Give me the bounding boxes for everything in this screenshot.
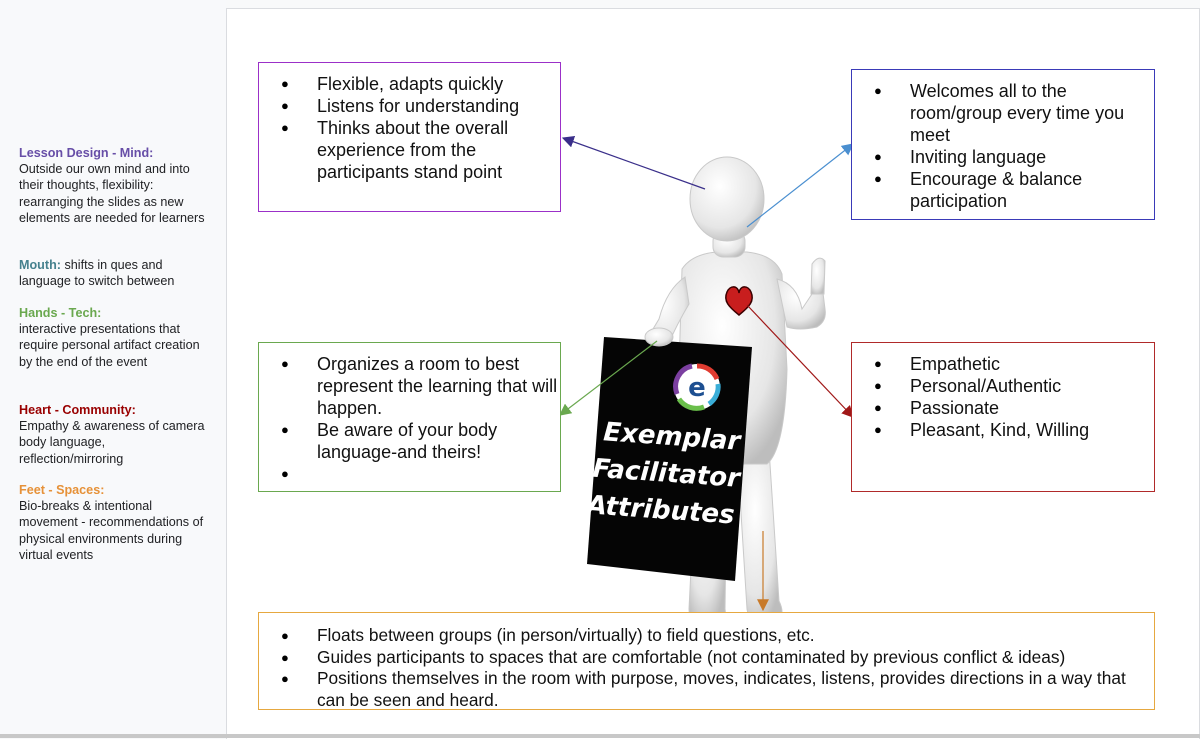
slide-canvas[interactable]: e Exemplar Facilitator Attributes Flexib… bbox=[226, 8, 1200, 739]
list-item: Be aware of your body language-and their… bbox=[259, 419, 560, 463]
list-item: Passionate bbox=[852, 397, 1154, 419]
note-feet-heading: Feet - Spaces: bbox=[19, 483, 105, 497]
heart-list: Empathetic Personal/Authentic Passionate… bbox=[852, 353, 1154, 441]
hands-attributes-box[interactable]: Organizes a room to best represent the l… bbox=[258, 342, 561, 492]
list-item: Listens for understanding bbox=[259, 95, 560, 117]
list-item: Welcomes all to the room/group every tim… bbox=[852, 80, 1154, 146]
heart-attributes-box[interactable]: Empathetic Personal/Authentic Passionate… bbox=[851, 342, 1155, 492]
list-item: Empathetic bbox=[852, 353, 1154, 375]
mind-attributes-box[interactable]: Flexible, adapts quickly Listens for und… bbox=[258, 62, 561, 212]
feet-list: Floats between groups (in person/virtual… bbox=[259, 625, 1154, 711]
note-mouth-heading: Mouth: bbox=[19, 258, 61, 272]
list-item: Encourage & balance participation bbox=[852, 168, 1154, 212]
arrow-heart-to-heart bbox=[746, 304, 854, 418]
bottom-status-bar bbox=[0, 734, 1200, 738]
list-item: Positions themselves in the room with pu… bbox=[259, 668, 1154, 711]
note-hands-heading: Hands - Tech: bbox=[19, 306, 102, 320]
note-hands-text: interactive presentations that require p… bbox=[19, 322, 200, 369]
hands-list: Organizes a room to best represent the l… bbox=[259, 353, 560, 485]
list-item: Pleasant, Kind, Willing bbox=[852, 419, 1154, 441]
note-mouth: Mouth: shifts in ques and language to sw… bbox=[19, 257, 205, 289]
note-mind-heading: Lesson Design - Mind: bbox=[19, 146, 154, 160]
mouth-list: Welcomes all to the room/group every tim… bbox=[852, 80, 1154, 212]
list-item: Floats between groups (in person/virtual… bbox=[259, 625, 1154, 647]
note-heart-heading: Heart - Community: bbox=[19, 403, 136, 417]
list-item: Personal/Authentic bbox=[852, 375, 1154, 397]
note-feet-text: Bio-breaks & intentional movement - reco… bbox=[19, 499, 204, 562]
facilitator-diagram bbox=[559, 136, 854, 624]
note-heart-text: Empathy & awareness of camera body langu… bbox=[19, 419, 205, 466]
mind-list: Flexible, adapts quickly Listens for und… bbox=[259, 73, 560, 183]
mouth-attributes-box[interactable]: Welcomes all to the room/group every tim… bbox=[851, 69, 1155, 220]
list-item: Inviting language bbox=[852, 146, 1154, 168]
heart-icon bbox=[725, 286, 753, 316]
speaker-notes-panel: Lesson Design - Mind: Outside our own mi… bbox=[0, 0, 226, 738]
list-item: Thinks about the overall experience from… bbox=[259, 117, 560, 183]
note-mouth-text: shifts in ques and language to switch be… bbox=[19, 258, 175, 289]
attributes-sign bbox=[587, 327, 752, 581]
note-hands: Hands - Tech: interactive presentations … bbox=[19, 305, 205, 370]
note-heart: Heart - Community: Empathy & awareness o… bbox=[19, 402, 205, 467]
list-item: Flexible, adapts quickly bbox=[259, 73, 560, 95]
note-mind-text: Outside our own mind and into their thou… bbox=[19, 162, 205, 225]
arrow-head-to-mind bbox=[561, 136, 706, 190]
list-item: Guides participants to spaces that are c… bbox=[259, 647, 1154, 669]
list-item: Organizes a room to best represent the l… bbox=[259, 353, 560, 419]
arrow-head-to-mouth bbox=[746, 143, 854, 228]
list-item bbox=[259, 463, 560, 485]
note-feet: Feet - Spaces: Bio-breaks & intentional … bbox=[19, 482, 205, 563]
arrow-hand-to-hands bbox=[559, 340, 658, 416]
exemplar-logo-icon bbox=[673, 363, 721, 411]
note-mind: Lesson Design - Mind: Outside our own mi… bbox=[19, 145, 205, 226]
feet-attributes-box[interactable]: Floats between groups (in person/virtual… bbox=[258, 612, 1155, 710]
